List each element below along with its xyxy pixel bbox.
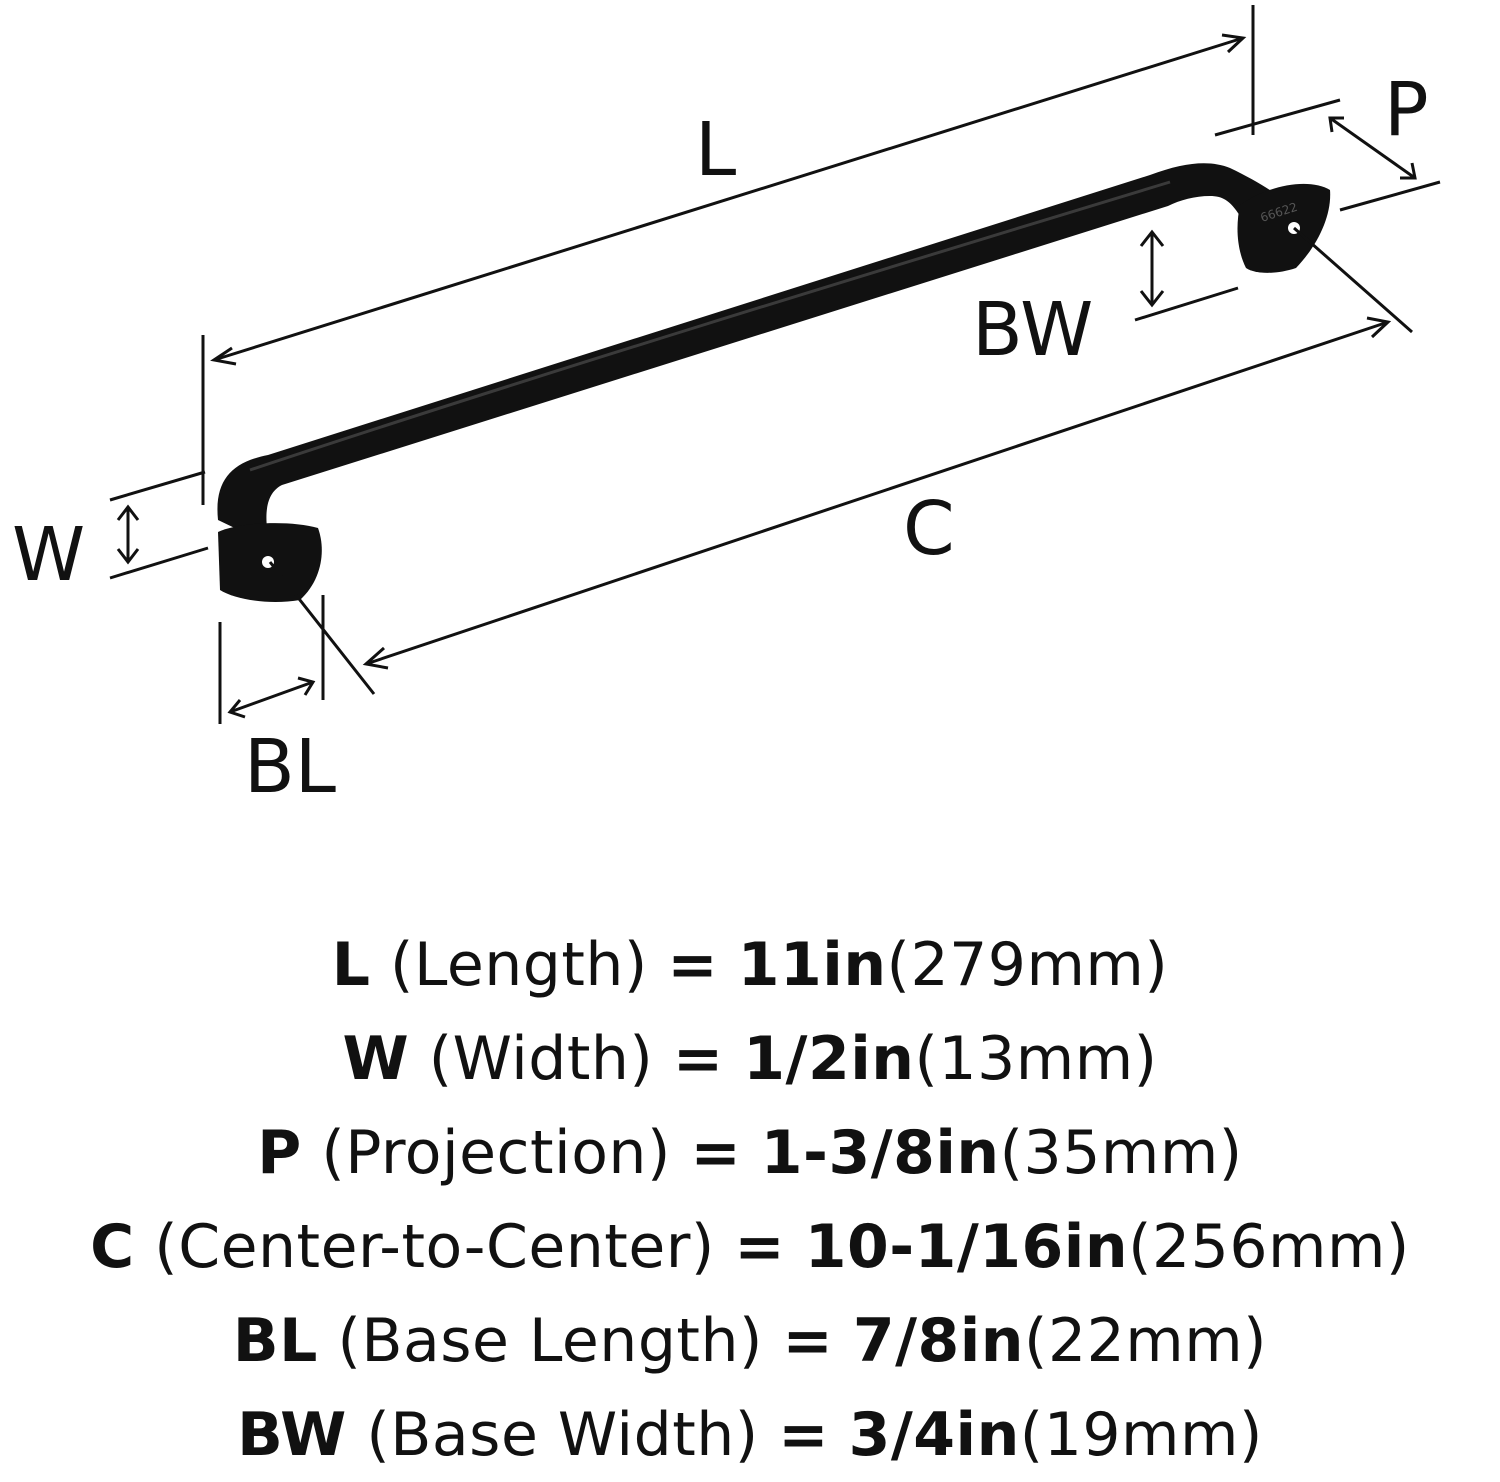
spec-equals: = (667, 930, 719, 1000)
handle-bar (217, 163, 1290, 545)
spec-metric: (19mm) (1019, 1400, 1263, 1470)
base-width-label: BW (972, 287, 1093, 373)
right-base (1237, 183, 1331, 273)
spec-projection: P (Projection) = 1-3/8in(35mm) (0, 1106, 1500, 1200)
spec-imperial: 10-1/16in (804, 1212, 1129, 1282)
base-length-label: BL (244, 724, 336, 810)
spec-code: C (90, 1212, 135, 1282)
spec-name: (Projection) (321, 1118, 671, 1188)
length-dimension (201, 5, 1255, 505)
spec-name: (Base Length) (337, 1306, 763, 1376)
spec-imperial: 11in (737, 930, 887, 1000)
spec-imperial: 1-3/8in (760, 1118, 1000, 1188)
spec-equals: = (782, 1306, 834, 1376)
base-width-dimension (1134, 229, 1239, 322)
spec-code: P (257, 1118, 302, 1188)
cabinet-pull-handle: 66622 (217, 163, 1331, 602)
spec-code: W (342, 1024, 410, 1094)
spec-metric: (256mm) (1128, 1212, 1410, 1282)
spec-code: BL (232, 1306, 318, 1376)
length-label: L (695, 107, 736, 193)
spec-metric: (279mm) (886, 930, 1169, 1000)
spec-imperial: 7/8in (852, 1306, 1025, 1376)
spec-name: (Base Width) (366, 1400, 759, 1470)
width-label: W (12, 512, 85, 598)
dimension-diagram: 66622 L W P BW (12, 5, 1441, 810)
spec-equals: = (778, 1400, 830, 1470)
spec-base-length: BL (Base Length) = 7/8in(22mm) (0, 1294, 1500, 1388)
spec-width: W (Width) = 1/2in(13mm) (0, 1012, 1500, 1106)
spec-equals: = (734, 1212, 786, 1282)
projection-label: P (1384, 67, 1429, 153)
spec-center-to-center: C (Center-to-Center) = 10-1/16in(256mm) (0, 1200, 1500, 1294)
spec-metric: (35mm) (999, 1118, 1243, 1188)
handle-edge-line (249, 180, 1171, 472)
center-label: C (903, 486, 955, 572)
spec-base-width: BW (Base Width) = 3/4in(19mm) (0, 1388, 1500, 1482)
spec-name: (Center-to-Center) (154, 1212, 715, 1282)
spec-name: (Length) (390, 930, 648, 1000)
base-length-dimension (218, 595, 325, 724)
spec-name: (Width) (428, 1024, 654, 1094)
spec-metric: (22mm) (1024, 1306, 1268, 1376)
projection-dimension (1214, 98, 1441, 212)
spec-metric: (13mm) (914, 1024, 1158, 1094)
spec-code: L (331, 930, 371, 1000)
spec-imperial: 1/2in (743, 1024, 915, 1094)
spec-equals: = (672, 1024, 724, 1094)
spec-length: L (Length) = 11in(279mm) (0, 918, 1500, 1012)
base-width-highlight (1127, 209, 1236, 233)
spec-list: L (Length) = 11in(279mm) W (Width) = 1/2… (0, 918, 1500, 1482)
spec-imperial: 3/4in (848, 1400, 1020, 1470)
width-dimension (109, 470, 209, 580)
spec-code: BW (237, 1400, 347, 1470)
spec-equals: = (690, 1118, 742, 1188)
